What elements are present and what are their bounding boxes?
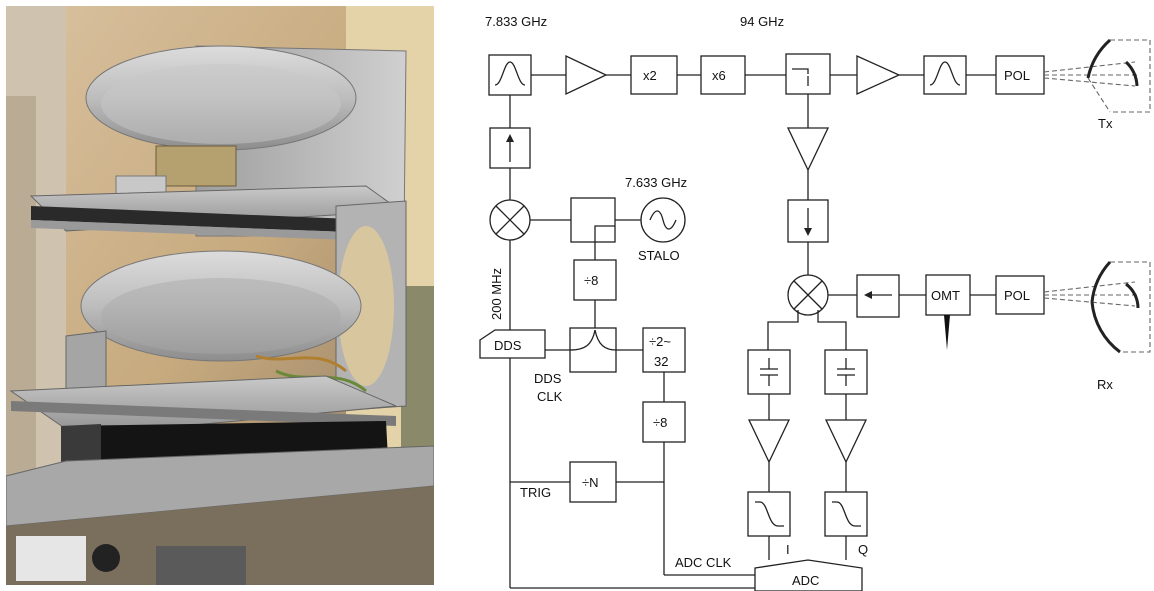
dds-block: DDS — [480, 330, 545, 358]
amplifier-q — [826, 420, 866, 462]
divider-8-a: ÷8 — [574, 260, 616, 300]
multiplier-x6: x6 — [701, 56, 745, 94]
stalo-label: STALO — [638, 248, 680, 263]
isolator-left — [857, 275, 899, 317]
freq-label-7633: 7.633 GHz — [625, 175, 687, 190]
dds-clk-label-2: CLK — [537, 389, 563, 404]
svg-text:OMT: OMT — [931, 288, 960, 303]
adc-block: ADC — [755, 560, 862, 591]
stalo-oscillator-icon — [641, 198, 685, 242]
bandpass-filter-tx-if — [489, 55, 531, 95]
rx-antenna-icon — [1044, 262, 1150, 352]
svg-text:x6: x6 — [712, 68, 726, 83]
divider-n: ÷N — [570, 462, 616, 502]
lowpass-filter-q — [825, 492, 867, 536]
clock-splitter — [570, 328, 616, 372]
radar-antenna-photo — [6, 6, 434, 585]
amplifier-tx-1 — [566, 56, 606, 94]
dc-block-i — [748, 350, 790, 394]
divider-8-b: ÷8 — [643, 402, 685, 442]
tx-antenna-icon — [1044, 40, 1150, 112]
dds-clk-label-1: DDS — [534, 371, 562, 386]
svg-text:÷8: ÷8 — [584, 273, 598, 288]
i-label: I — [786, 542, 790, 557]
svg-text:x2: x2 — [643, 68, 657, 83]
omt-block: OMT — [926, 275, 970, 350]
tx-label: Tx — [1098, 116, 1113, 131]
svg-text:DDS: DDS — [494, 338, 522, 353]
svg-text:ADC: ADC — [792, 573, 819, 588]
isolator-down — [788, 200, 828, 242]
svg-text:32: 32 — [654, 354, 668, 369]
upconversion-mixer — [490, 200, 530, 240]
amplifier-rx-lo — [788, 128, 828, 170]
lowpass-filter-i — [748, 492, 790, 536]
freq-label-94ghz: 94 GHz — [740, 14, 784, 29]
amplifier-tx-2 — [857, 56, 899, 94]
directional-coupler — [786, 54, 830, 94]
multiplier-x2: x2 — [631, 56, 677, 94]
amplifier-i — [749, 420, 789, 462]
svg-text:÷8: ÷8 — [653, 415, 667, 430]
bandpass-filter-tx-rf — [924, 56, 966, 94]
freq-label-7833: 7.833 GHz — [485, 14, 547, 29]
svg-text:POL: POL — [1004, 288, 1030, 303]
stalo-splitter — [571, 198, 615, 242]
divider-2-32: ÷2~ 32 — [643, 328, 685, 372]
radar-block-diagram: 7.833 GHz 94 GHz 7.633 GHz x2 x6 POL — [440, 0, 1154, 591]
label-200mhz: 200 MHz — [489, 268, 504, 320]
downconversion-mixer — [788, 275, 828, 315]
q-label: Q — [858, 542, 868, 557]
rx-label: Rx — [1097, 377, 1113, 392]
svg-text:÷N: ÷N — [582, 475, 599, 490]
isolator-up — [490, 128, 530, 168]
adc-clk-label: ADC CLK — [675, 555, 732, 570]
polarizer-rx: POL — [996, 276, 1044, 314]
trig-label: TRIG — [520, 485, 551, 500]
svg-text:POL: POL — [1004, 68, 1030, 83]
dc-block-q — [825, 350, 867, 394]
polarizer-tx: POL — [996, 56, 1044, 94]
svg-text:÷2~: ÷2~ — [649, 334, 671, 349]
